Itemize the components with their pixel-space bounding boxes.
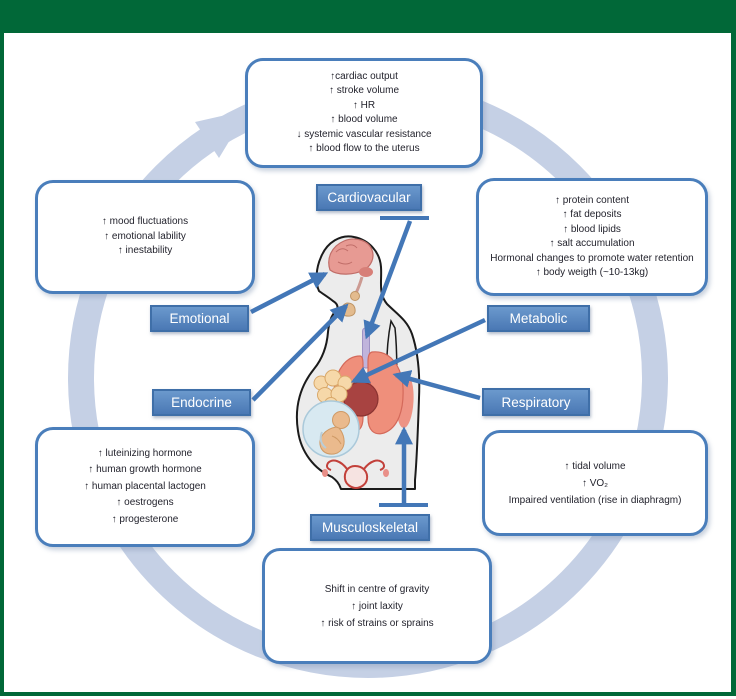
callout-line: ↑cardiac output	[330, 70, 398, 82]
uterus-illustration	[322, 459, 389, 490]
frame-top-band	[0, 0, 736, 33]
label-musculoskeletal: Musculoskeletal	[310, 514, 430, 541]
label-metabolic: Metabolic	[487, 305, 590, 332]
respiratory-arrow	[392, 370, 481, 401]
callout-line: Hormonal changes to promote water retent…	[490, 252, 694, 264]
label-respiratory: Respiratory	[482, 388, 590, 416]
callout-line: ↑ fat deposits	[562, 209, 622, 220]
metabolic-callout: ↑ protein content ↑ fat deposits ↑ blood l…	[476, 178, 708, 296]
label-endocrine: Endocrine	[152, 389, 251, 416]
fetus-illustration	[302, 400, 360, 458]
frame-left-border	[0, 33, 4, 696]
frame-bottom-border	[0, 692, 736, 696]
callout-line: ↑ salt accumulation	[549, 238, 635, 249]
callout-line: ↑ oestrogens	[116, 497, 174, 509]
pointer-arrows	[249, 216, 486, 507]
callout-line: ↑ stroke volume	[328, 85, 400, 96]
endocrine-arrow	[251, 303, 349, 402]
callout-line: ↑ body weigth (~10-13kg)	[535, 267, 649, 278]
callout-line: ↑ emotional lability	[104, 230, 186, 242]
callout-line: Impaired ventilation (rise in diaphragm)	[508, 494, 682, 506]
callout-line: ↓ systemic vascular resistance	[296, 128, 432, 140]
respiratory-callout: ↑ tidal volume ↑ VO₂ Impaired ventilation …	[482, 430, 708, 536]
cardiovascular-callout: ↑cardiac output ↑ stroke volume ↑ HR ↑ bloo…	[245, 58, 483, 168]
pregnant-woman-figure	[295, 235, 421, 490]
callout-line: ↑ HR	[352, 99, 376, 111]
label-cardiovascular: Cardiovacular	[316, 184, 422, 211]
brain-illustration	[328, 238, 374, 294]
callout-line: ↑ blood lipids	[563, 223, 621, 235]
callout-line: ↑ human growth hormone	[88, 464, 202, 476]
callout-line: ↑ blood flow to the uterus	[308, 143, 420, 154]
callout-line: ↑ risk of strains or sprains	[320, 617, 434, 629]
emotional-arrow	[249, 271, 329, 315]
callout-line: Shift in centre of gravity	[324, 583, 430, 595]
callout-line: ↑ luteinizing hormone	[97, 447, 193, 459]
callout-line: ↑ joint laxity	[351, 600, 403, 612]
frame-right-border	[731, 33, 736, 696]
callout-line: ↑ mood fluctuations	[101, 216, 189, 228]
cycle-arrowhead-icon	[195, 110, 248, 158]
callout-line: ↑ inestability	[117, 245, 173, 257]
callout-line: ↑ tidal volume	[564, 460, 626, 472]
callout-line: ↑ VO₂	[581, 477, 609, 489]
musculoskeletal-callout: Shift in centre of gravity ↑ joint laxity…	[262, 548, 492, 664]
cardiovascular-arrow	[363, 220, 413, 340]
callout-line: ↑ progesterone	[111, 513, 179, 525]
label-emotional: Emotional	[150, 305, 249, 332]
endocrine-callout: ↑ luteinizing hormone ↑ human growth horm…	[35, 427, 255, 547]
callout-line: ↑ human placental lactogen	[84, 480, 206, 492]
callout-line: ↑ protein content	[555, 194, 629, 206]
metabolic-arrow	[350, 317, 486, 384]
emotional-callout: ↑ mood fluctuations ↑ emotional lability ↑…	[35, 180, 255, 294]
callout-line: ↑ blood volume	[330, 114, 398, 125]
